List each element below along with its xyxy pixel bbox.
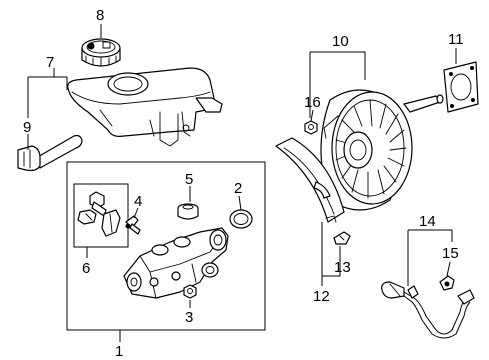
callout-3: 3 xyxy=(185,309,193,326)
pressure-sensors xyxy=(77,191,121,237)
booster-nut xyxy=(304,120,318,135)
callout-4: 4 xyxy=(134,193,142,210)
reservoir-cap xyxy=(81,38,121,67)
retaining-clip xyxy=(333,231,351,245)
heat-shield xyxy=(275,137,345,223)
callout-8: 8 xyxy=(96,7,104,24)
mounting-nut xyxy=(183,284,197,299)
port-cap xyxy=(177,203,199,220)
callout-6: 6 xyxy=(82,260,90,277)
vacuum-hose xyxy=(381,281,475,339)
callout-7: 7 xyxy=(46,54,54,71)
callout-1: 1 xyxy=(115,343,123,360)
callout-11: 11 xyxy=(448,31,464,48)
level-sensor xyxy=(17,134,83,172)
callout-5: 5 xyxy=(185,171,193,188)
callout-16: 16 xyxy=(304,94,321,111)
hose-fitting xyxy=(439,275,455,291)
callout-2: 2 xyxy=(234,180,242,197)
master-cylinder xyxy=(123,227,229,299)
callout-13: 13 xyxy=(334,259,351,276)
fluid-reservoir xyxy=(67,67,223,147)
assembly-box xyxy=(66,161,266,331)
booster-gasket xyxy=(443,61,479,113)
bleeder-bolt xyxy=(125,215,141,235)
callout-12: 12 xyxy=(313,288,330,305)
o-ring xyxy=(229,209,253,229)
callout-9: 9 xyxy=(23,119,31,136)
callout-10: 10 xyxy=(332,33,349,50)
sensor-group-box xyxy=(73,183,129,248)
callout-15: 15 xyxy=(442,245,459,262)
brake-booster xyxy=(320,89,444,211)
callout-14: 14 xyxy=(419,213,436,230)
callout-labels: 8 7 9 10 11 16 5 4 2 6 3 1 12 13 14 15 xyxy=(23,7,464,360)
leader-lines xyxy=(27,24,457,342)
